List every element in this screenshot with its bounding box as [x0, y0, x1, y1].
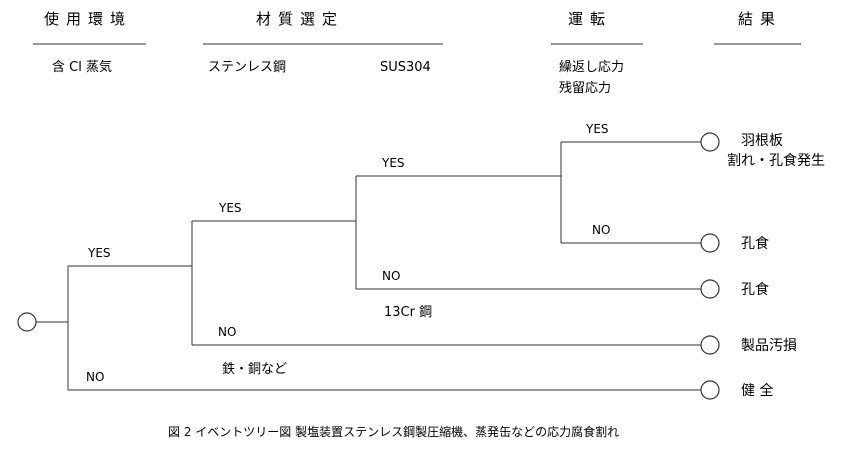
outcome-node-2 [700, 233, 720, 253]
header-material: 材質選定 [256, 10, 344, 28]
outcome-node-3 [700, 279, 720, 299]
operation-text-2: 残留応力 [559, 81, 611, 96]
environment-text: 含 Cl 蒸気 [52, 59, 112, 75]
start-node [17, 312, 37, 332]
note-iron-copper: 鉄・銅など [222, 362, 287, 377]
outcome-label-1a: 羽根板 [741, 133, 783, 149]
branch3-yes-label: YES [381, 156, 405, 170]
operation-text-1: 繰返し応力 [559, 60, 624, 75]
branch4-yes-label: YES [585, 122, 609, 136]
branch3-no-label: NO [382, 269, 400, 283]
material-text-b: SUS304 [380, 60, 431, 75]
material-text-a: ステンレス鋼 [208, 60, 286, 75]
outcome-label-3: 孔食 [741, 281, 769, 298]
header-environment: 使用環境 [44, 10, 132, 28]
outcome-node-4 [700, 335, 720, 355]
header-operation: 運転 [568, 10, 612, 28]
branch1-yes-label: YES [87, 246, 111, 260]
outcome-node-1 [700, 132, 720, 152]
outcome-label-4: 製品汚損 [741, 338, 797, 354]
outcome-label-2: 孔食 [741, 235, 769, 252]
branch2-yes-label: YES [218, 201, 242, 215]
note-13cr-steel: 13Cr 鋼 [384, 305, 432, 320]
outcome-label-5: 健 全 [741, 382, 773, 399]
outcome-node-5 [700, 380, 720, 400]
figure-caption: 図 2 イベントツリー図 製塩装置ステンレス鋼製圧縮機、蒸発缶などの応力腐食割れ [168, 424, 619, 439]
branch1-no-label: NO [86, 370, 104, 384]
header-result: 結果 [738, 10, 782, 28]
branch4-no-label: NO [592, 223, 610, 237]
branch2-no-label: NO [218, 325, 236, 339]
outcome-label-1b: 割れ・孔食発生 [727, 152, 825, 169]
